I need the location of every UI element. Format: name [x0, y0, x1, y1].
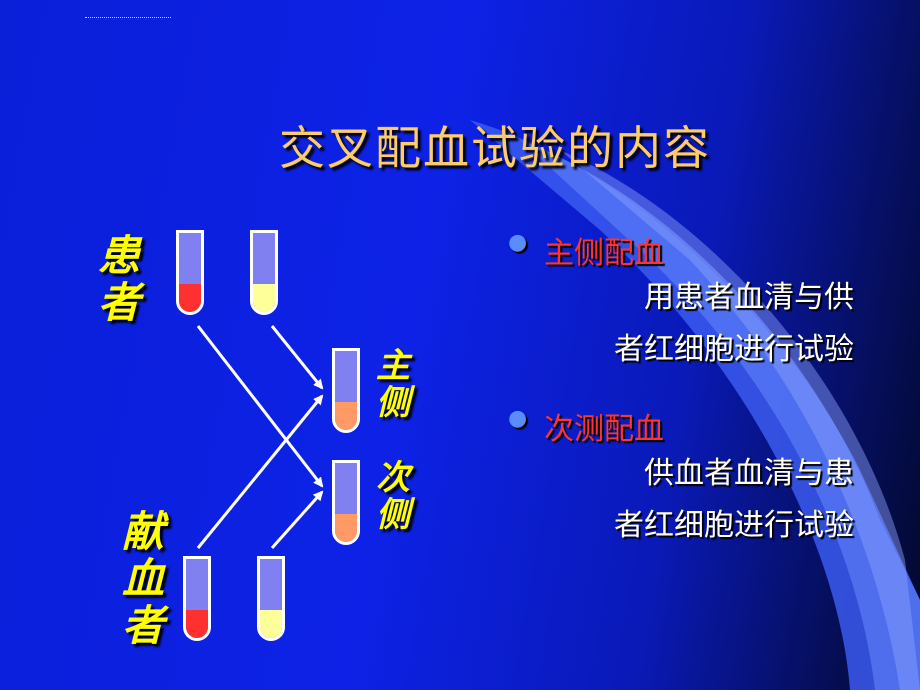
patient-red-cells-tube: [176, 230, 204, 315]
major-side-label: 主 侧: [376, 346, 410, 424]
header-rule: [85, 17, 171, 18]
red-cells-fill: [186, 609, 208, 638]
arrow-donor-serum-to-minor: [270, 490, 324, 549]
patient-serum-tube: [250, 230, 278, 315]
donor-red-cells-tube: [183, 556, 211, 641]
slide-title: 交叉配血试验的内容: [279, 121, 711, 175]
bullet-heading-text: 主侧配血: [544, 236, 664, 271]
serum-fill: [260, 609, 282, 638]
mixed-fill: [335, 513, 357, 542]
donor-label-char: 血: [122, 554, 165, 604]
bullet-list: ● 主侧配血 用患者血清与供 者红细胞进行试验 ● 次测配血 供血者血清与患 者…: [508, 228, 860, 552]
minor-side-char: 次: [376, 458, 410, 498]
bullet-line: 者红细胞进行试验: [614, 332, 854, 367]
patient-label-char: 患: [98, 231, 141, 280]
major-side-char: 侧: [376, 383, 410, 424]
arrow-patient-serum-to-major: [270, 325, 324, 390]
red-cells-fill: [179, 283, 201, 312]
bullet-line: 者红细胞进行试验: [614, 508, 854, 543]
donor-serum-tube: [257, 556, 285, 641]
donor-label-char: 者: [122, 601, 165, 651]
bullet-dot-icon: ●: [508, 406, 528, 431]
patient-label-char: 者: [98, 278, 141, 328]
mixed-fill: [335, 401, 357, 430]
bullet-heading-text: 次测配血: [544, 412, 664, 447]
minor-side-tube: [332, 460, 360, 545]
bullet-body: 供血者血清与患 者红细胞进行试验: [510, 448, 860, 552]
minor-side-label: 次 侧: [376, 458, 410, 536]
minor-side-char: 侧: [376, 495, 410, 536]
bullet-line: 供血者血清与患: [644, 456, 854, 491]
major-side-tube: [332, 348, 360, 433]
major-side-char: 主: [376, 346, 410, 386]
bullet-heading: ● 主侧配血: [508, 228, 860, 272]
bullet-line: 用患者血清与供: [644, 280, 854, 315]
arrow-donor-cells-to-major: [196, 394, 324, 549]
bullet-body: 用患者血清与供 者红细胞进行试验: [510, 272, 860, 376]
patient-label: 患 者: [98, 232, 140, 326]
arrow-patient-cells-to-minor: [196, 325, 324, 488]
bullet-dot-icon: ●: [508, 230, 528, 255]
bullet-heading: ● 次测配血: [508, 404, 860, 448]
donor-label: 献 血 者: [122, 508, 164, 649]
serum-fill: [253, 283, 275, 312]
donor-label-char: 献: [122, 507, 165, 556]
